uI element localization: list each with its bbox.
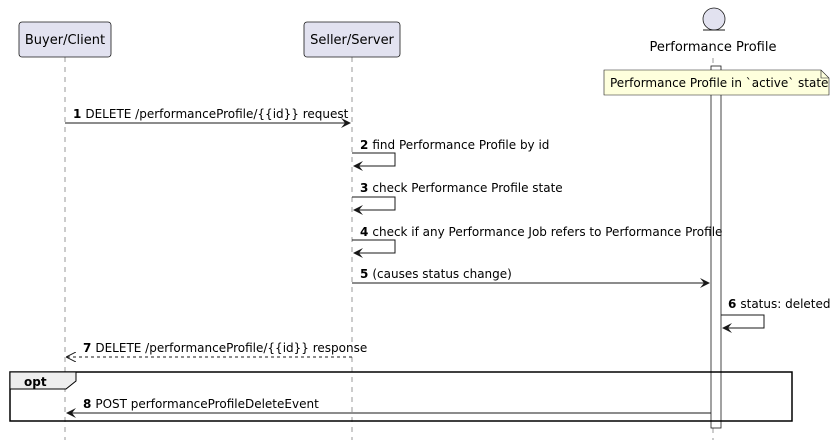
participant-seller: Seller/Server: [303, 21, 401, 58]
entity-icon: [702, 7, 726, 31]
participant-profile-label: Performance Profile: [650, 40, 777, 55]
svg-text:5(causes status change): 5(causes status change): [360, 267, 512, 281]
participant-buyer: Buyer/Client: [18, 21, 112, 58]
message-5: 5(causes status change): [352, 267, 710, 288]
opt-fragment: opt: [9, 371, 793, 422]
participant-seller-label: Seller/Server: [310, 33, 394, 48]
activation-bar: [710, 65, 722, 429]
note-text: Performance Profile in `active` state: [610, 76, 828, 90]
participant-buyer-label: Buyer/Client: [25, 33, 105, 48]
fragment-label: opt: [24, 375, 47, 389]
state-note: Performance Profile in `active` state: [603, 69, 830, 96]
participant-profile: Performance Profile: [650, 7, 777, 55]
